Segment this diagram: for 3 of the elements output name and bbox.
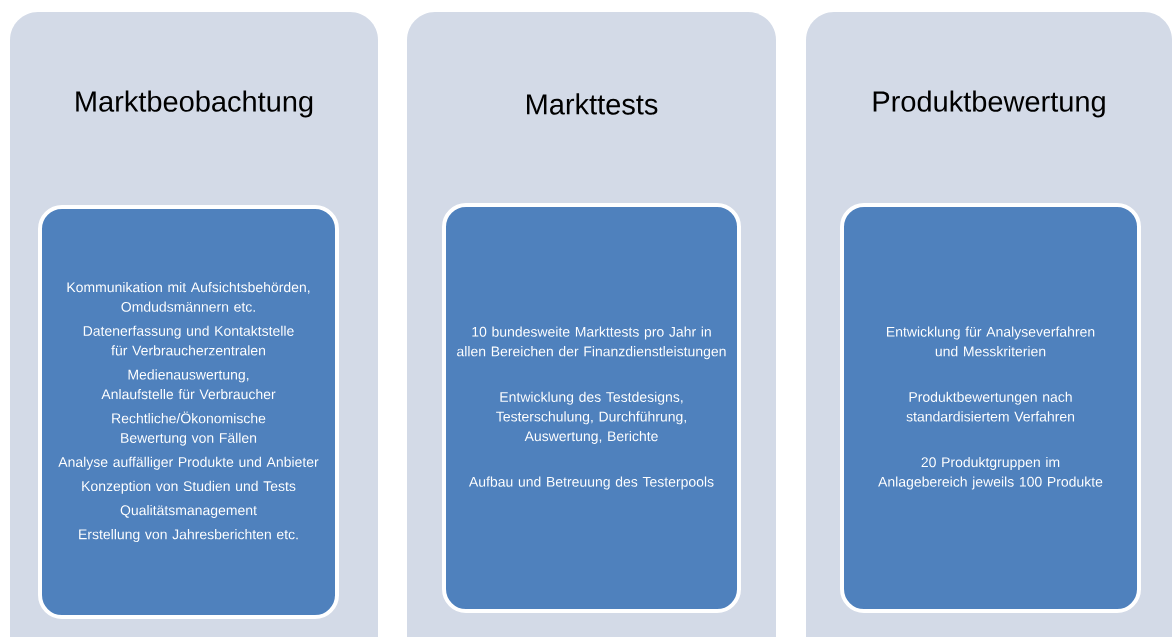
text-box: Kommunikation mit Aufsichtsbehörden, Omdudsmännern etc. Datenerfassung und Kontaktstelle für Verbraucherzentralen Medienauswertung, Anlaufstelle für Verbraucher Rechtliche/Ökonomische Bewertung von Fällen Analyse auffälliger Produkte und Anbieter Konzeption von Studien und Tests Qualitätsmanagement Erstellung von Jahresberichten etc. <box>38 205 339 619</box>
text-box: 10 bundesweite Markttests pro Jahr in allen Bereichen der Finanzdienstleistungen Entwicklung des Testdesigns, Testerschulung, Durchführung, Auswertung, Berichte Aufbau und Betreuung des Testerpools <box>442 203 741 613</box>
text-box: Entwicklung für Analyseverfahren und Messkriterien Produktbewertungen nach standardisiertem Verfahren 20 Produktgruppen im Anlagebereich jeweils 100 Produkte <box>840 203 1141 613</box>
